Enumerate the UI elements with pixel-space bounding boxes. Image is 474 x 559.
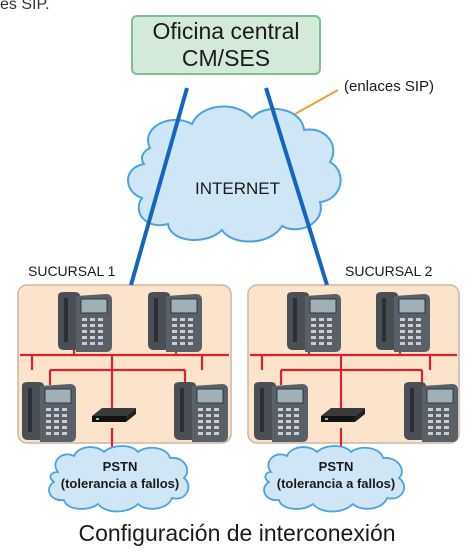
branch-2-label: SUCURSAL 2 [345,263,433,279]
phone-icon [57,291,113,353]
phone-icon [147,291,203,353]
branch-1-label: SUCURSAL 1 [28,263,116,279]
phone-icon [286,291,342,353]
pstn-1-title: PSTN [102,459,138,474]
sip-links-label: (enlaces SIP) [344,78,435,95]
headquarters-subtitle: CM/SES [181,45,271,71]
sip-callout-line [294,89,339,115]
internet-label: INTERNET [195,179,280,198]
diagram-caption: Configuración de interconexión [78,520,396,546]
pstn-cloud-icon [48,445,190,513]
headquarters-title: Oficina central [152,18,300,44]
sip-link-branch-1 [129,87,189,286]
internet-cloud-icon [127,105,342,243]
phone-icon [375,291,431,353]
phone-icon [403,381,459,443]
pstn-cloud-icon [263,445,405,513]
sip-link-branch-2 [264,87,329,286]
pstn-2-title: PSTN [318,459,354,474]
headquarters-box [131,15,321,75]
phone-icon [21,381,77,443]
phone-icon [253,381,309,443]
intro-text-fragment: es SIP. [0,0,50,13]
phone-icon [173,381,229,443]
pstn-1-subtitle: (tolerancia a fallos) [60,476,180,491]
pstn-2-subtitle: (tolerancia a fallos) [276,476,396,491]
